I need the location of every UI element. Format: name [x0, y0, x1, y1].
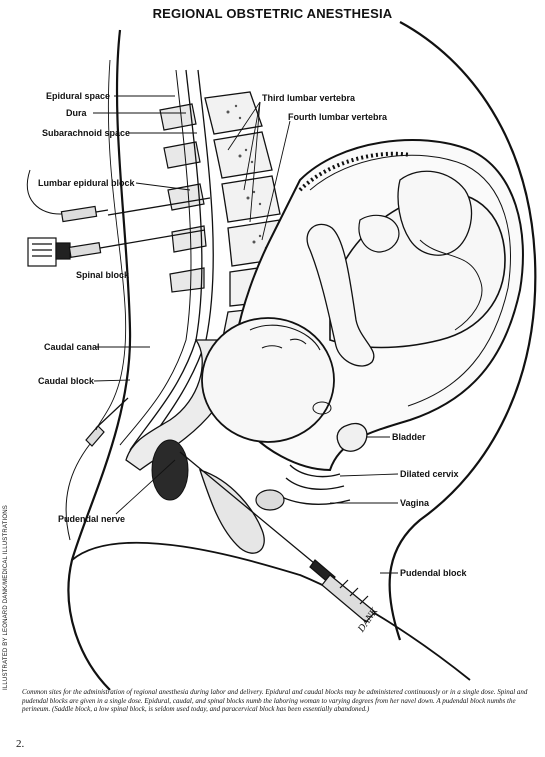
fetal-ear — [312, 401, 332, 415]
cervix — [285, 464, 345, 490]
fetal-arm — [306, 223, 375, 367]
caudal-block-needle — [65, 59, 129, 541]
perineum — [198, 468, 265, 554]
vertebral-column — [204, 91, 287, 343]
bladder — [336, 422, 368, 452]
fetal-foot — [358, 214, 400, 253]
fetal-face — [249, 324, 321, 351]
fetal-leg — [397, 170, 473, 256]
uterine-wall-inner — [309, 154, 511, 407]
label-pudendal-nerve: Pudendal nerve — [58, 514, 126, 524]
label-lumbar-epidural-block: Lumbar epidural block — [38, 178, 135, 188]
lumbar-epidural-needle — [26, 169, 211, 223]
epidural-line — [119, 69, 192, 446]
abdomen-contour — [388, 21, 537, 641]
thigh-contour — [71, 541, 471, 681]
label-subarachnoid-space: Subarachnoid space — [42, 128, 131, 138]
anatomy-illustration — [26, 21, 537, 690]
label-pudendal-block: Pudendal block — [400, 568, 467, 578]
label-vagina: Vagina — [400, 498, 430, 508]
umbilical-cord — [419, 239, 483, 331]
leader-lines — [93, 95, 399, 574]
label-bladder: Bladder — [392, 432, 426, 442]
spinal-block-syringe — [27, 229, 206, 267]
label-caudal-block: Caudal block — [38, 376, 95, 386]
figure-title: REGIONAL OBSTETRIC ANESTHESIA — [152, 6, 393, 21]
label-caudal-canal: Caudal canal — [44, 342, 100, 352]
page-number: 2. — [16, 738, 25, 750]
label-dura: Dura — [66, 108, 87, 118]
label-dilated-cervix: Dilated cervix — [400, 469, 459, 479]
rectum — [151, 439, 189, 501]
dura-line — [129, 69, 203, 451]
pubic-bone — [255, 489, 285, 511]
label-fourth-lumbar-vertebra: Fourth lumbar vertebra — [288, 112, 388, 122]
label-spinal-block: Spinal block — [76, 270, 130, 280]
figure-caption: Common sites for the administration of r… — [22, 688, 528, 713]
subarachnoid-line — [139, 69, 214, 456]
illustration-credit: ILLUSTRATED BY LEONARD DANK/MEDICAL ILLU… — [3, 505, 15, 690]
fetal-head — [201, 317, 335, 443]
pudendal-block-syringe — [179, 451, 376, 623]
illustration-credit-text: ILLUSTRATED BY LEONARD DANK/MEDICAL ILLU… — [3, 505, 9, 690]
label-epidural-space: Epidural space — [46, 91, 111, 101]
label-third-lumbar-vertebra: Third lumbar vertebra — [262, 93, 356, 103]
back-contour — [67, 29, 132, 690]
